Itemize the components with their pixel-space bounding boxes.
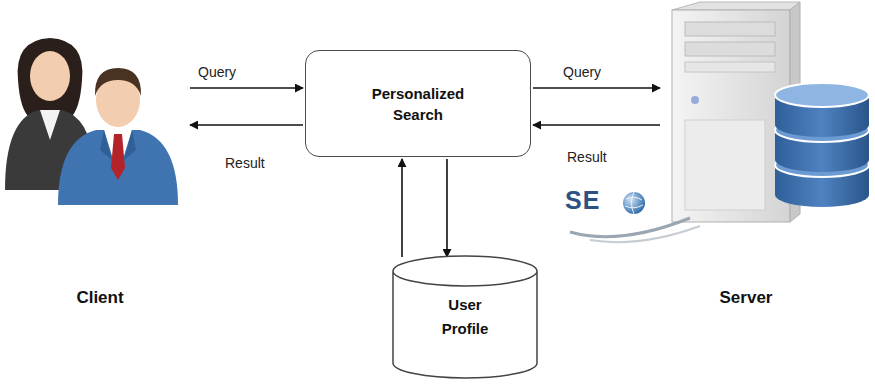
cylinder-outline — [392, 255, 538, 379]
edge-label: Query — [196, 64, 238, 80]
edge-label: Result — [223, 155, 267, 171]
node-text: User Profile — [430, 293, 500, 341]
node-text: Personalized Search — [358, 83, 478, 125]
edge-label: Result — [565, 149, 609, 165]
arrow-connector — [190, 124, 303, 126]
database-icon — [775, 83, 869, 207]
arrow-connector — [190, 87, 303, 89]
client-actor: Client — [12, 30, 188, 308]
node-text: Server — [662, 288, 830, 308]
arrow-connector — [533, 87, 660, 89]
database-cylinder: User Profile — [392, 255, 538, 379]
arrow-connector — [533, 124, 660, 126]
server-actor: Server — [662, 30, 830, 308]
people-icon — [5, 38, 178, 205]
logo-text: SE — [565, 186, 600, 215]
process-box: Personalized Search — [305, 50, 531, 157]
arrow-connector — [401, 159, 403, 257]
edge-label: Query — [561, 64, 603, 80]
arrow-connector — [446, 159, 448, 257]
node-text: Client — [12, 288, 188, 308]
